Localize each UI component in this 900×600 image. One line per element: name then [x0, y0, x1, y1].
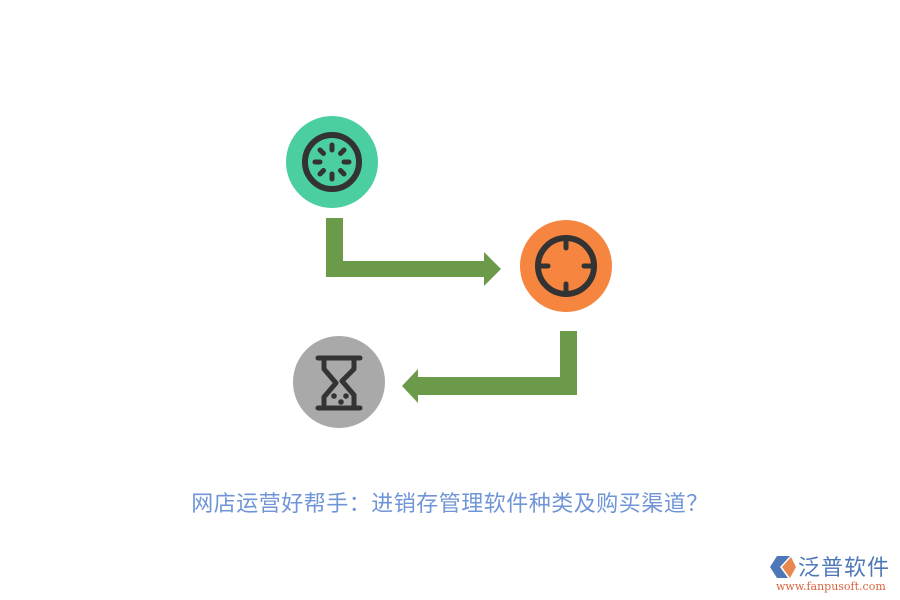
brand-logo: 泛普软件 www.fanpusoft.com	[768, 550, 898, 596]
target-node	[520, 220, 612, 312]
hourglass-node	[293, 336, 385, 428]
logo-url: www.fanpusoft.com	[776, 580, 886, 593]
loading-node	[286, 116, 378, 208]
hourglass-icon	[315, 355, 363, 411]
diagram-caption: 网店运营好帮手：进销存管理软件种类及购买渠道？	[191, 492, 709, 517]
crosshair-target-icon	[535, 235, 597, 297]
loading-spinner-icon	[302, 132, 362, 192]
logo-name: 泛普软件	[798, 556, 891, 581]
fanpu-logo-icon	[770, 556, 796, 578]
